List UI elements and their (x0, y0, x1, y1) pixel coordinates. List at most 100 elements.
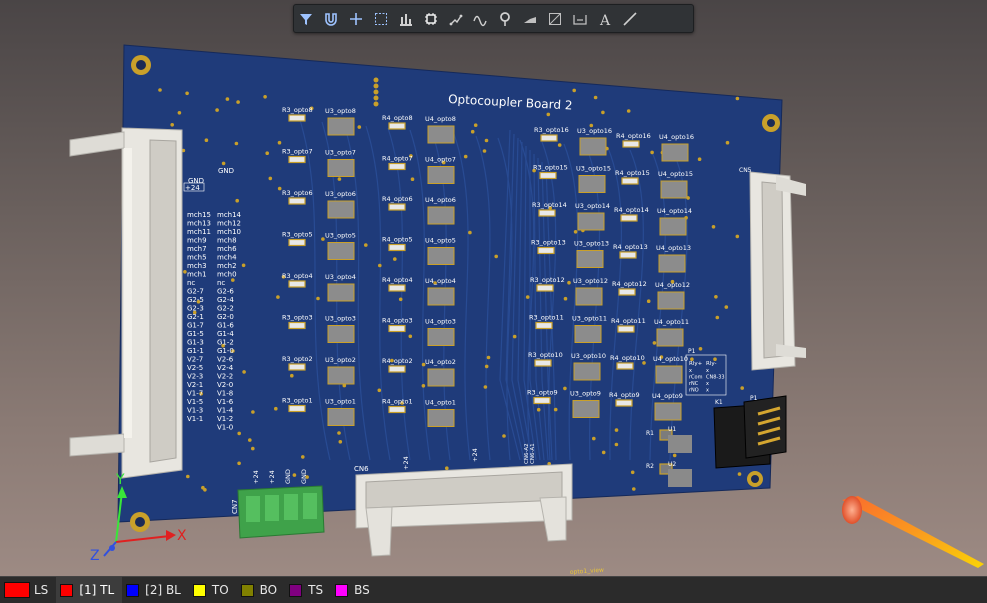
pin-label: G1-2 (217, 339, 234, 347)
text-tool-button[interactable]: A (593, 5, 618, 32)
via-tool-button[interactable] (493, 5, 518, 32)
optocoupler-chip (573, 362, 601, 381)
route-icon (449, 14, 463, 25)
pin-label: mch7 (187, 245, 207, 253)
pin-label: mch12 (217, 220, 241, 228)
text-icon: A (599, 13, 611, 27)
resistor (288, 321, 306, 330)
select-rect-tool-button[interactable] (369, 5, 394, 32)
pin-label: mch1 (187, 271, 207, 279)
resistor-label: R4_opto3 (382, 317, 413, 325)
r2-label: R2 (646, 463, 654, 470)
layer-tab-label: TS (308, 583, 324, 597)
optocoupler-chip (427, 409, 455, 427)
svg-text:A: A (599, 13, 611, 27)
optocoupler-label: U4_opto5 (425, 237, 456, 245)
pin-label: G2-2 (217, 305, 234, 313)
optocoupler-label: U3_opto14 (575, 202, 610, 210)
layer-tab-bo[interactable]: BO (237, 577, 285, 603)
resistor (288, 155, 306, 164)
optocoupler-chip (574, 325, 602, 343)
optocoupler-chip (427, 247, 455, 265)
resistor (616, 362, 634, 370)
resistor-label: R3_opto14 (532, 201, 567, 209)
optocoupler-chip (659, 217, 687, 236)
region-tool-button[interactable] (543, 5, 568, 32)
optocoupler-chip (327, 242, 355, 260)
pin-label: V1-3 (187, 407, 203, 415)
resistor (622, 140, 640, 148)
resistor-label: R4_opto1 (382, 398, 413, 406)
optocoupler-chip (575, 287, 603, 306)
polygon-tool-button[interactable] (518, 5, 543, 32)
resistor (537, 246, 555, 255)
dimension-tool-button[interactable] (568, 5, 593, 32)
component-tool-button[interactable] (418, 5, 443, 32)
layer-tab-2bl[interactable]: [2] BL (122, 577, 189, 603)
layer-tab-1tl[interactable]: [1] TL (56, 577, 123, 603)
optocoupler-chip (655, 365, 683, 384)
pin-label: G2-0 (217, 313, 234, 321)
cn5-label: CN5 (739, 167, 752, 174)
optocoupler-label: U4_opto11 (654, 318, 689, 326)
cn7-terminal-block (237, 485, 325, 539)
resistor (619, 251, 637, 259)
pin-label: nc (217, 279, 225, 287)
cn7-pin-label: GND (300, 469, 308, 484)
optocoupler-chip (654, 402, 682, 421)
pin-label: V2-6 (217, 356, 234, 364)
resistor-label: R3_opto4 (282, 272, 313, 280)
pin-label: G1-7 (187, 322, 204, 330)
crosshair-tool-button[interactable] (344, 5, 369, 32)
pin-label: G2-5 (187, 296, 204, 304)
layer-tab-label: BS (354, 583, 370, 597)
layer-tab-ls[interactable]: LS (0, 577, 56, 603)
resistor (288, 363, 306, 371)
pin-label: G1-6 (217, 322, 234, 330)
cn6-label: CN6 (354, 465, 369, 473)
layer-tab-ts[interactable]: TS (285, 577, 331, 603)
left-pin-labels: GND+24GNDmch15mch13mch11mch9mch7mch5mch3… (183, 167, 242, 432)
optocoupler-label: U3_opto9 (570, 390, 601, 398)
layer-tab-to[interactable]: TO (189, 577, 237, 603)
align-tool-button[interactable] (394, 5, 419, 32)
filter-tool-button[interactable] (294, 5, 319, 32)
optocoupler-chip (576, 250, 604, 268)
pin-label: V2-2 (217, 373, 233, 381)
layer-tab-label: TO (211, 583, 229, 597)
line-tool-button[interactable] (618, 5, 643, 32)
pin-label: G1-3 (187, 339, 204, 347)
resistor-label: R3_opto15 (533, 164, 568, 172)
resistor-label: R4_opto4 (382, 276, 413, 284)
optocoupler-chip (427, 206, 455, 225)
resistor-label: R4_opto15 (615, 169, 650, 177)
resistor (288, 404, 306, 413)
relay-table-cell: x (689, 368, 692, 374)
layer-tabs-bar: LS[1] TL[2] BL TO BO TS BS (0, 576, 987, 603)
cn6-connector (355, 463, 573, 557)
snap-magnet-tool-button[interactable] (319, 5, 344, 32)
route-tool-button[interactable] (443, 5, 468, 32)
resistor (621, 177, 639, 185)
pin-label: G2-3 (187, 305, 204, 313)
relay-table-cell: x (706, 388, 709, 394)
component-icon (424, 12, 437, 25)
u2-label: U2 (668, 461, 676, 468)
layer-color-swatch (289, 583, 303, 597)
layer-tab-bs[interactable]: BS (331, 577, 378, 603)
resistor-label: R4_opto12 (612, 280, 647, 288)
resistor-label: R3_opto2 (282, 355, 313, 363)
relay-table-cell: x (706, 381, 709, 387)
floating-toolbar: A (293, 4, 694, 33)
axis-y-label: Y (115, 472, 125, 488)
optocoupler-label: U4_opto7 (425, 156, 456, 164)
layer-color-swatch (240, 583, 254, 597)
polygon-icon (524, 16, 537, 23)
relay-table-title: P1 (688, 348, 696, 355)
optocoupler-label: U3_opto15 (576, 165, 611, 173)
diff-pair-tool-button[interactable] (468, 5, 493, 32)
line-icon (623, 11, 637, 26)
resistor (388, 203, 406, 211)
